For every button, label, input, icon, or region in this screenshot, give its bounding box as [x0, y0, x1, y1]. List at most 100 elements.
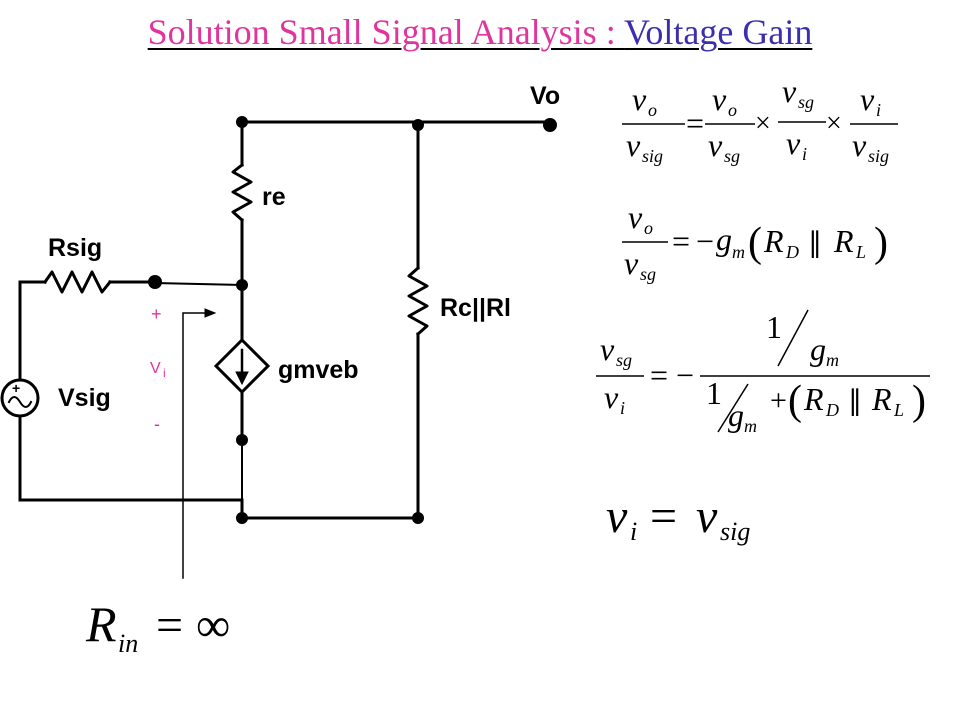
eq4-v-1: v: [606, 490, 628, 543]
eq3-bot-one: 1: [706, 375, 722, 411]
eq2-den-sg: sg: [640, 264, 656, 284]
wire-bottom-left: [18, 498, 244, 520]
eq4-sig: sig: [720, 517, 750, 546]
label-vi-letter: V: [150, 360, 161, 377]
eq1-d3-i: i: [802, 144, 807, 164]
eq3-den-i: i: [620, 398, 625, 418]
eq3-D: D: [825, 400, 839, 420]
node-base: [236, 434, 248, 446]
vi-arrow-head: [204, 308, 217, 318]
eq3-parallel: ∥: [848, 386, 862, 417]
eq1-den-v: v: [626, 127, 641, 163]
label-rsig: Rsig: [48, 234, 102, 262]
label-vi-plus: +: [151, 304, 162, 324]
eq3-equals: =: [650, 357, 668, 393]
eq2-R-1: R: [763, 223, 784, 259]
eq1-d4-sig: sig: [868, 146, 889, 166]
eq3-rparen: ): [912, 378, 926, 424]
node-emitter: [236, 279, 248, 291]
node-vo: [543, 118, 557, 132]
eq1-n4-i: i: [876, 100, 881, 120]
vi-arrow-line: [182, 312, 211, 579]
eq3-plus: +: [770, 384, 787, 417]
eq3-top-slash: [777, 309, 809, 367]
node-rsig: [148, 275, 162, 289]
equation-vsg-vi: v sg v i = − 1 g m 1 g m + ( R D ∥ R L: [596, 309, 930, 436]
eq3-num-sg: sg: [616, 350, 632, 370]
eq1-n3-v: v: [782, 73, 797, 109]
eq2-g: g: [716, 221, 732, 257]
eq3-R-1: R: [803, 381, 824, 417]
resistor-rcrl: [407, 265, 429, 337]
eq1-times-2: ×: [826, 108, 842, 139]
eq2-num-v: v: [628, 199, 643, 235]
title-part-solution: Solution Small Signal Analysis :: [147, 12, 625, 52]
equation-vo-vsg: v o v sg = − g m ( R D ∥ R L ): [622, 199, 888, 284]
eq1-d3-v: v: [786, 125, 801, 161]
eq4-equals: =: [650, 490, 677, 543]
eq1-times-1: ×: [755, 108, 771, 139]
voltage-source-vsig: [0, 378, 40, 418]
label-rcrl: Rc||Rl: [440, 294, 511, 322]
resistor-rsig: [42, 270, 113, 294]
node-top-left: [236, 116, 248, 128]
eq4-i: i: [630, 517, 637, 546]
vsig-sine: [7, 396, 33, 408]
label-re: re: [262, 183, 286, 211]
eq3-R-2: R: [871, 381, 892, 417]
eq1-num-v: v: [632, 81, 647, 117]
eq1-n4-v: v: [860, 81, 875, 117]
eq3-bot-m: m: [744, 416, 757, 436]
equation-overall-gain: v o v sig = v o v sg × v sg v i × v i v …: [622, 73, 898, 166]
label-vo: Vo: [530, 82, 560, 110]
eq2-parallel: ∥: [808, 228, 822, 259]
rin-equals: =: [156, 599, 183, 652]
eq2-equals: =: [672, 223, 690, 259]
eq3-bot-g: g: [728, 397, 744, 433]
eq2-m: m: [732, 242, 745, 262]
rin-infinity: ∞: [196, 599, 230, 652]
eq1-den-sig: sig: [642, 146, 663, 166]
eq1-d2-v: v: [708, 127, 723, 163]
resistor-re: [231, 162, 253, 223]
eq4-v-2: v: [696, 490, 718, 543]
eq1-equals: =: [686, 105, 704, 141]
node-top-mid: [412, 119, 424, 131]
label-vsig-plus: +: [12, 380, 20, 396]
eq2-L: L: [855, 242, 866, 262]
eq2-num-o: o: [644, 218, 653, 238]
rin-R: R: [85, 596, 117, 652]
rin-sub-in: in: [118, 629, 138, 658]
eq1-n2-v: v: [712, 81, 727, 117]
eq3-top-one: 1: [766, 309, 782, 345]
eq2-lparen: (: [748, 220, 762, 266]
eq3-top-g: g: [810, 331, 826, 367]
equation-vi-equals-vsig: v i = v sig: [606, 490, 750, 546]
eq2-D: D: [785, 242, 799, 262]
label-gmveb: gmveb: [278, 356, 359, 384]
eq3-den-v: v: [604, 379, 619, 415]
eq1-num-o: o: [648, 100, 657, 120]
eq2-R-2: R: [833, 223, 854, 259]
eq1-n2-o: o: [728, 100, 737, 120]
equation-rin-infinity: R in = ∞: [85, 596, 230, 658]
eq1-n3-sg: sg: [798, 92, 814, 112]
slide-title: Solution Small Signal Analysis : Voltage…: [0, 10, 960, 54]
eq1-d2-sg: sg: [724, 146, 740, 166]
wire-open-gap: [153, 281, 244, 287]
eq2-den-v: v: [624, 245, 639, 281]
wire-left-top: [18, 280, 47, 382]
label-vsig: Vsig: [58, 384, 111, 412]
circuit-nodes: [148, 116, 557, 524]
eq3-minus: −: [676, 357, 694, 393]
eq3-top-m: m: [826, 350, 839, 370]
eq3-lparen: (: [788, 378, 802, 424]
title-part-voltage-gain: Voltage Gain: [624, 12, 813, 52]
eq1-d4-v: v: [852, 127, 867, 163]
eq3-num-v: v: [600, 331, 615, 367]
label-vi-minus: -: [154, 414, 160, 434]
eq3-L: L: [893, 400, 904, 420]
eq2-rparen: ): [874, 220, 888, 266]
